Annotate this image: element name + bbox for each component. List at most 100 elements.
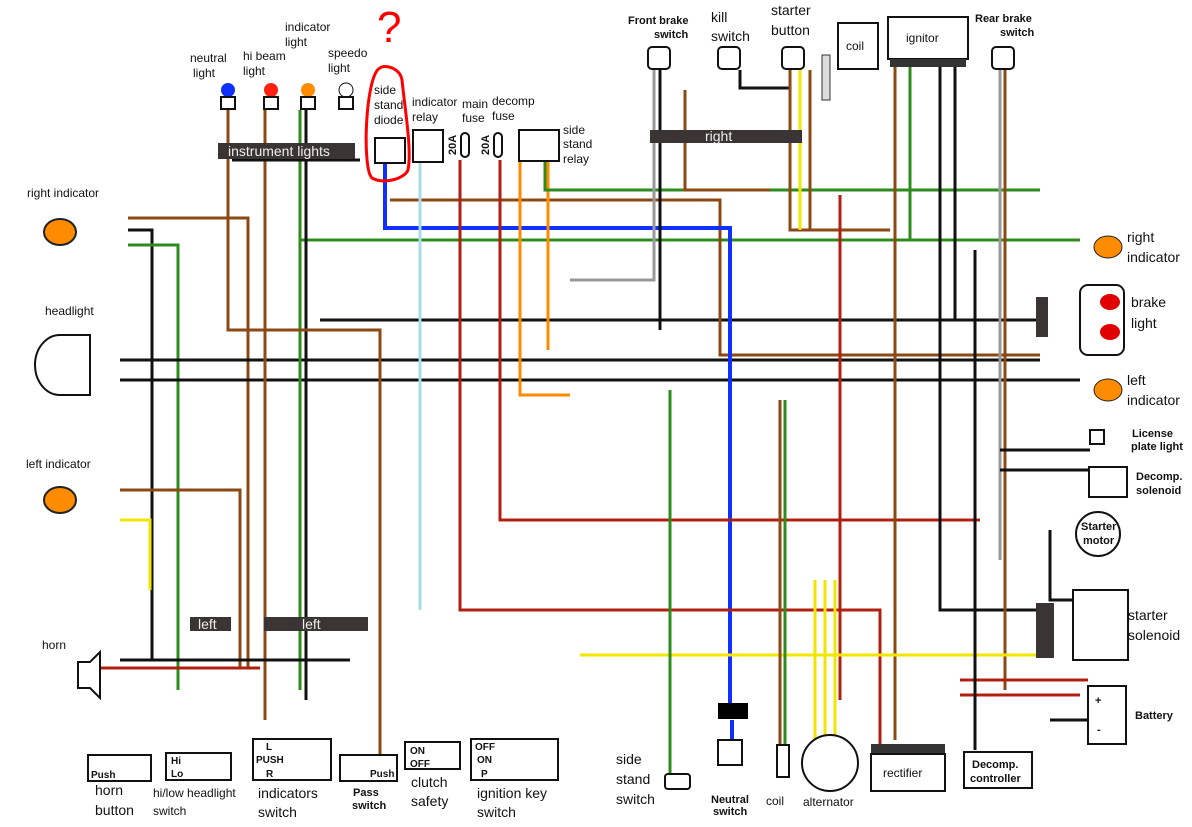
neutral-light-label: neutral	[190, 51, 227, 65]
coil-box	[837, 22, 879, 70]
indicator-light-label: indicator	[285, 20, 330, 34]
green-wire	[128, 243, 180, 690]
starter-button-icon	[781, 46, 805, 70]
black-wire	[938, 67, 1040, 612]
neutral-connector	[718, 703, 748, 719]
neutral-switch-label: Neutral	[711, 794, 749, 806]
rear-lights: right indicator brake light left indicat…	[1036, 229, 1183, 661]
front-right-indicator-icon	[43, 218, 77, 246]
grey-wire	[570, 70, 656, 282]
instrument-cluster: instrument lights neutral light hi beam …	[190, 20, 368, 159]
side-stand-relay-label: stand	[563, 137, 592, 151]
indicator-relay-box	[412, 129, 444, 163]
table-cell: OFF	[475, 742, 495, 753]
rear-brake-switch-label: Rear brake	[975, 13, 1032, 25]
decomp-controller-box	[963, 751, 1033, 789]
pickup-coil-icon	[776, 744, 790, 778]
decomp-controller-label: controller	[970, 773, 1021, 785]
horn-icon	[77, 649, 101, 701]
hi-beam-light-label: hi beam	[243, 49, 286, 63]
rear-right-indicator-label: indicator	[1127, 249, 1180, 265]
front-left-indicator-icon	[43, 486, 77, 514]
starter-motor-label: Starter	[1081, 521, 1117, 533]
fuse-rating-label: 20A	[480, 135, 492, 155]
handlebar-right-controls: Front brake switch kill switch starter b…	[628, 2, 1035, 144]
main-fuse-icon	[460, 132, 470, 158]
hi-low-switch-label: hi/low headlight	[153, 786, 236, 800]
right-connector-bar	[650, 130, 802, 143]
decomp-fuse-label: decomp	[492, 94, 535, 108]
front-brake-switch-label: switch	[654, 29, 689, 41]
handlebar-left-switches: Push horn button Hi Lo hi/low headlight …	[87, 738, 559, 820]
starter-solenoid-label: starter	[1128, 607, 1168, 623]
pickup-coil-label: coil	[766, 794, 784, 808]
diode-box	[374, 137, 406, 164]
neutral-switch-label: switch	[713, 806, 748, 818]
table-cell: ON	[410, 746, 425, 757]
relays-fuses: indicator relay 20A 20A main fuse decomp…	[412, 94, 592, 166]
black-wire	[1048, 530, 1073, 602]
bulb-socket	[338, 96, 354, 110]
kill-switch-icon	[717, 46, 741, 70]
rear-brake-switch-label: switch	[1000, 27, 1035, 39]
rectifier-box	[870, 753, 946, 792]
front-brake-switch-icon	[647, 46, 671, 70]
brake-bulb-icon	[1100, 324, 1120, 340]
indicator-relay-label: indicator	[412, 95, 457, 109]
indicators-switch-label: switch	[258, 804, 297, 820]
rear-left-indicator-label: left	[1127, 372, 1146, 388]
main-fuse-label: fuse	[462, 111, 485, 125]
starter-motor-icon	[1075, 511, 1121, 557]
front-brake-switch-label: Front brake	[628, 15, 689, 27]
table-cell: ON	[477, 755, 492, 766]
alternator-label: alternator	[803, 795, 854, 809]
spark-plug-icon	[821, 54, 831, 101]
table-cell: R	[266, 769, 274, 780]
coil-label: coil	[846, 39, 864, 53]
front-left-indicator-label: left indicator	[26, 457, 91, 471]
front-right-indicator-label: right indicator	[27, 186, 99, 200]
fuse-rating-label: 20A	[447, 135, 459, 155]
speedo-light-label: light	[328, 61, 351, 75]
main-fuse-label: main	[462, 97, 488, 111]
ignitor-connector	[890, 59, 966, 67]
side-stand-switch-label: side	[616, 751, 642, 767]
black-wire	[128, 228, 154, 660]
brown-wire	[788, 70, 890, 232]
headlight-label: headlight	[45, 304, 94, 318]
headlight-icon	[34, 334, 91, 396]
diode-label: diode	[374, 113, 404, 127]
decomp-fuse-icon	[493, 132, 503, 158]
brake-light-label: light	[1131, 315, 1157, 331]
table-cell: P	[481, 769, 488, 780]
table-cell: Push	[91, 770, 115, 781]
hi-low-switch-label: switch	[153, 804, 186, 818]
ignition-key-switch-label: switch	[477, 804, 516, 820]
orange-wire	[518, 160, 570, 397]
table-cell: OFF	[410, 759, 430, 770]
kill-switch-label: switch	[711, 28, 750, 44]
left-connector-bar	[190, 617, 231, 631]
side-stand-relay-box	[518, 129, 560, 162]
rear-right-indicator-label: right	[1127, 229, 1154, 245]
brake-light-connector	[1036, 297, 1048, 337]
indicator-light-label: light	[285, 35, 308, 49]
indicator-bulb-icon	[301, 83, 315, 97]
rear-left-indicator-label: indicator	[1127, 392, 1180, 408]
indicators-switch-label: indicators	[258, 785, 318, 801]
rear-brake-switch-icon	[991, 46, 1015, 70]
horn-label: horn	[42, 638, 66, 652]
decomp-fuse-label: fuse	[492, 109, 515, 123]
bulb-socket	[263, 96, 279, 110]
battery-plus-label: +	[1095, 695, 1101, 707]
horn-button-label: horn	[95, 782, 123, 798]
side-stand-switch-icon	[664, 773, 691, 790]
alternator-icon	[801, 734, 859, 792]
left-connector-bar	[264, 617, 368, 631]
clutch-safety-label: safety	[411, 793, 448, 809]
bulb-socket	[300, 96, 316, 110]
red-wire	[498, 160, 980, 522]
red-circle-annotation	[364, 65, 411, 183]
decomp-solenoid-box	[1088, 466, 1128, 498]
rectifier-connector	[871, 744, 945, 754]
